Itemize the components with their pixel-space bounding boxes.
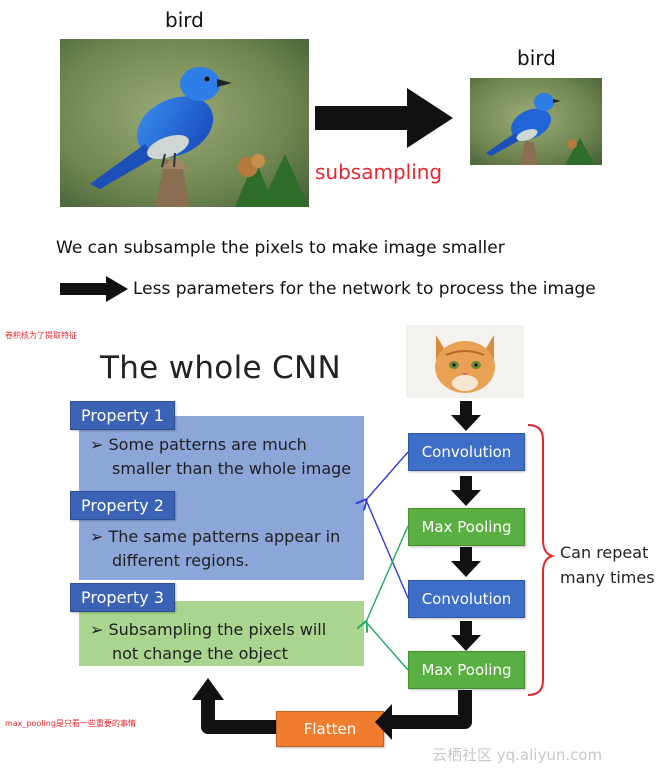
down-arrow-icon	[451, 476, 481, 510]
big-bird-label: bird	[165, 8, 204, 32]
convolution-node-1: Convolution	[408, 433, 525, 471]
property-1-head: Property 1	[70, 401, 175, 430]
property-3-text: ➢ Subsampling the pixels will not change…	[90, 620, 327, 663]
annotation-bottom: max_pooling是只看一些重要的事情	[5, 719, 136, 728]
property-2-head: Property 2	[70, 491, 175, 520]
down-arrow-icon	[451, 621, 481, 655]
flatten-node: Flatten	[276, 711, 384, 747]
bird-photo	[60, 39, 309, 207]
watermark: 云栖社区 yq.aliyun.com	[432, 746, 603, 764]
repeat-text: Can repeat many times	[560, 543, 655, 587]
subsample-sentence: We can subsample the pixels to make imag…	[56, 238, 505, 258]
convolution-node-2: Convolution	[408, 580, 525, 618]
small-bird-label: bird	[517, 46, 556, 70]
max-pooling-node-2: Max Pooling	[408, 651, 525, 689]
down-arrow-icon	[451, 547, 481, 581]
property-2-text: ➢ The same patterns appear in different …	[90, 527, 341, 570]
kitten-photo	[406, 325, 524, 398]
property-3-head: Property 3	[70, 583, 175, 612]
down-arrow-icon	[451, 401, 481, 435]
annotation-top: 卷积核为了提取特征	[5, 331, 77, 340]
subsampling-label: subsampling	[315, 160, 443, 184]
cnn-title: The whole CNN	[100, 350, 341, 386]
fewer-parameters-text: Less parameters for the network to proce…	[133, 279, 596, 299]
max-pooling-node-1: Max Pooling	[408, 508, 525, 546]
bird-photo-small	[470, 78, 602, 165]
right-arrow-icon	[60, 276, 128, 306]
property-1-text: ➢ Some patterns are much smaller than th…	[90, 435, 352, 478]
right-arrow-icon	[315, 88, 455, 152]
